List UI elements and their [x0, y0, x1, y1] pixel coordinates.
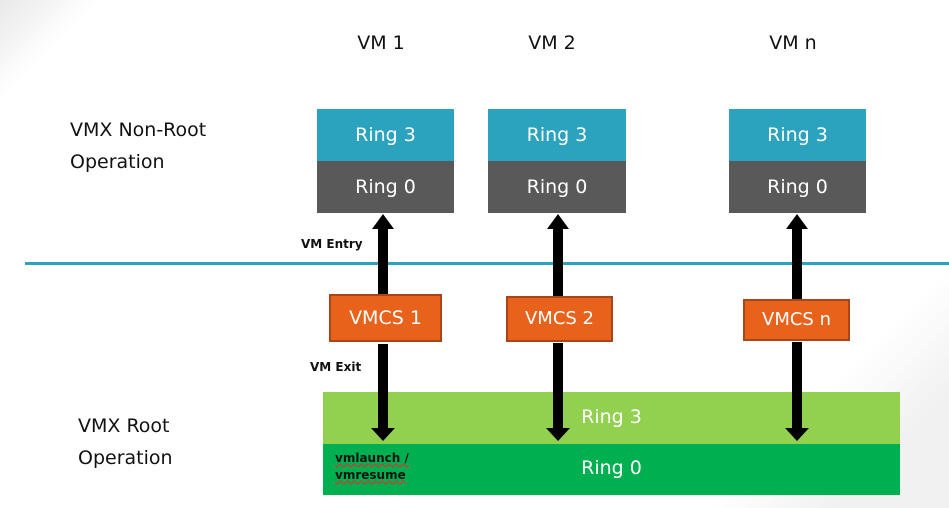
- root-label-line2: Operation: [78, 447, 173, 469]
- vm1-ring3: Ring 3: [317, 109, 454, 161]
- vmcs2-box: VMCS 2: [506, 296, 613, 342]
- root-operation-label: VMX Root Operation: [78, 410, 173, 474]
- vm2-rings: Ring 3 Ring 0: [488, 109, 626, 213]
- host-ring3-label: Ring 3: [581, 406, 642, 428]
- vm2-exit-arrow: [546, 343, 570, 441]
- vmcs1-box: VMCS 1: [329, 294, 442, 342]
- vmn-rings: Ring 3 Ring 0: [729, 109, 866, 213]
- vmn-entry-arrow: [786, 214, 808, 300]
- vm-exit-label: VM Exit: [310, 360, 362, 374]
- vmn-ring3: Ring 3: [729, 109, 866, 161]
- vm2-ring0: Ring 0: [488, 161, 626, 213]
- non-root-label-line1: VMX Non-Root: [70, 119, 207, 141]
- vm2-title: VM 2: [528, 32, 576, 54]
- host-ring3: Ring 3: [323, 392, 900, 444]
- vmlaunch-vmresume-label: vmlaunch / vmresume: [335, 450, 409, 484]
- vm1-title: VM 1: [357, 32, 405, 54]
- vmn-ring0: Ring 0: [729, 161, 866, 213]
- vmresume-text: vmresume: [335, 468, 406, 482]
- host-ring0-label: Ring 0: [581, 457, 642, 479]
- vmn-title: VM n: [769, 32, 817, 54]
- vmn-exit-arrow: [785, 342, 809, 441]
- vmlaunch-text: vmlaunch /: [335, 451, 409, 465]
- operation-boundary-line: [25, 262, 949, 265]
- vm-entry-label: VM Entry: [301, 237, 363, 251]
- vm1-entry-arrow: [372, 214, 394, 300]
- vm2-ring3: Ring 3: [488, 109, 626, 161]
- vmcsn-box: VMCS n: [743, 299, 850, 341]
- vm1-rings: Ring 3 Ring 0: [317, 109, 454, 213]
- non-root-label-line2: Operation: [70, 151, 165, 173]
- vm2-entry-arrow: [547, 214, 569, 300]
- vm1-exit-arrow: [371, 344, 395, 441]
- root-label-line1: VMX Root: [78, 415, 170, 437]
- non-root-operation-label: VMX Non-Root Operation: [70, 114, 206, 178]
- host-ring0: Ring 0 vmlaunch / vmresume: [323, 444, 900, 495]
- vm1-ring0: Ring 0: [317, 161, 454, 213]
